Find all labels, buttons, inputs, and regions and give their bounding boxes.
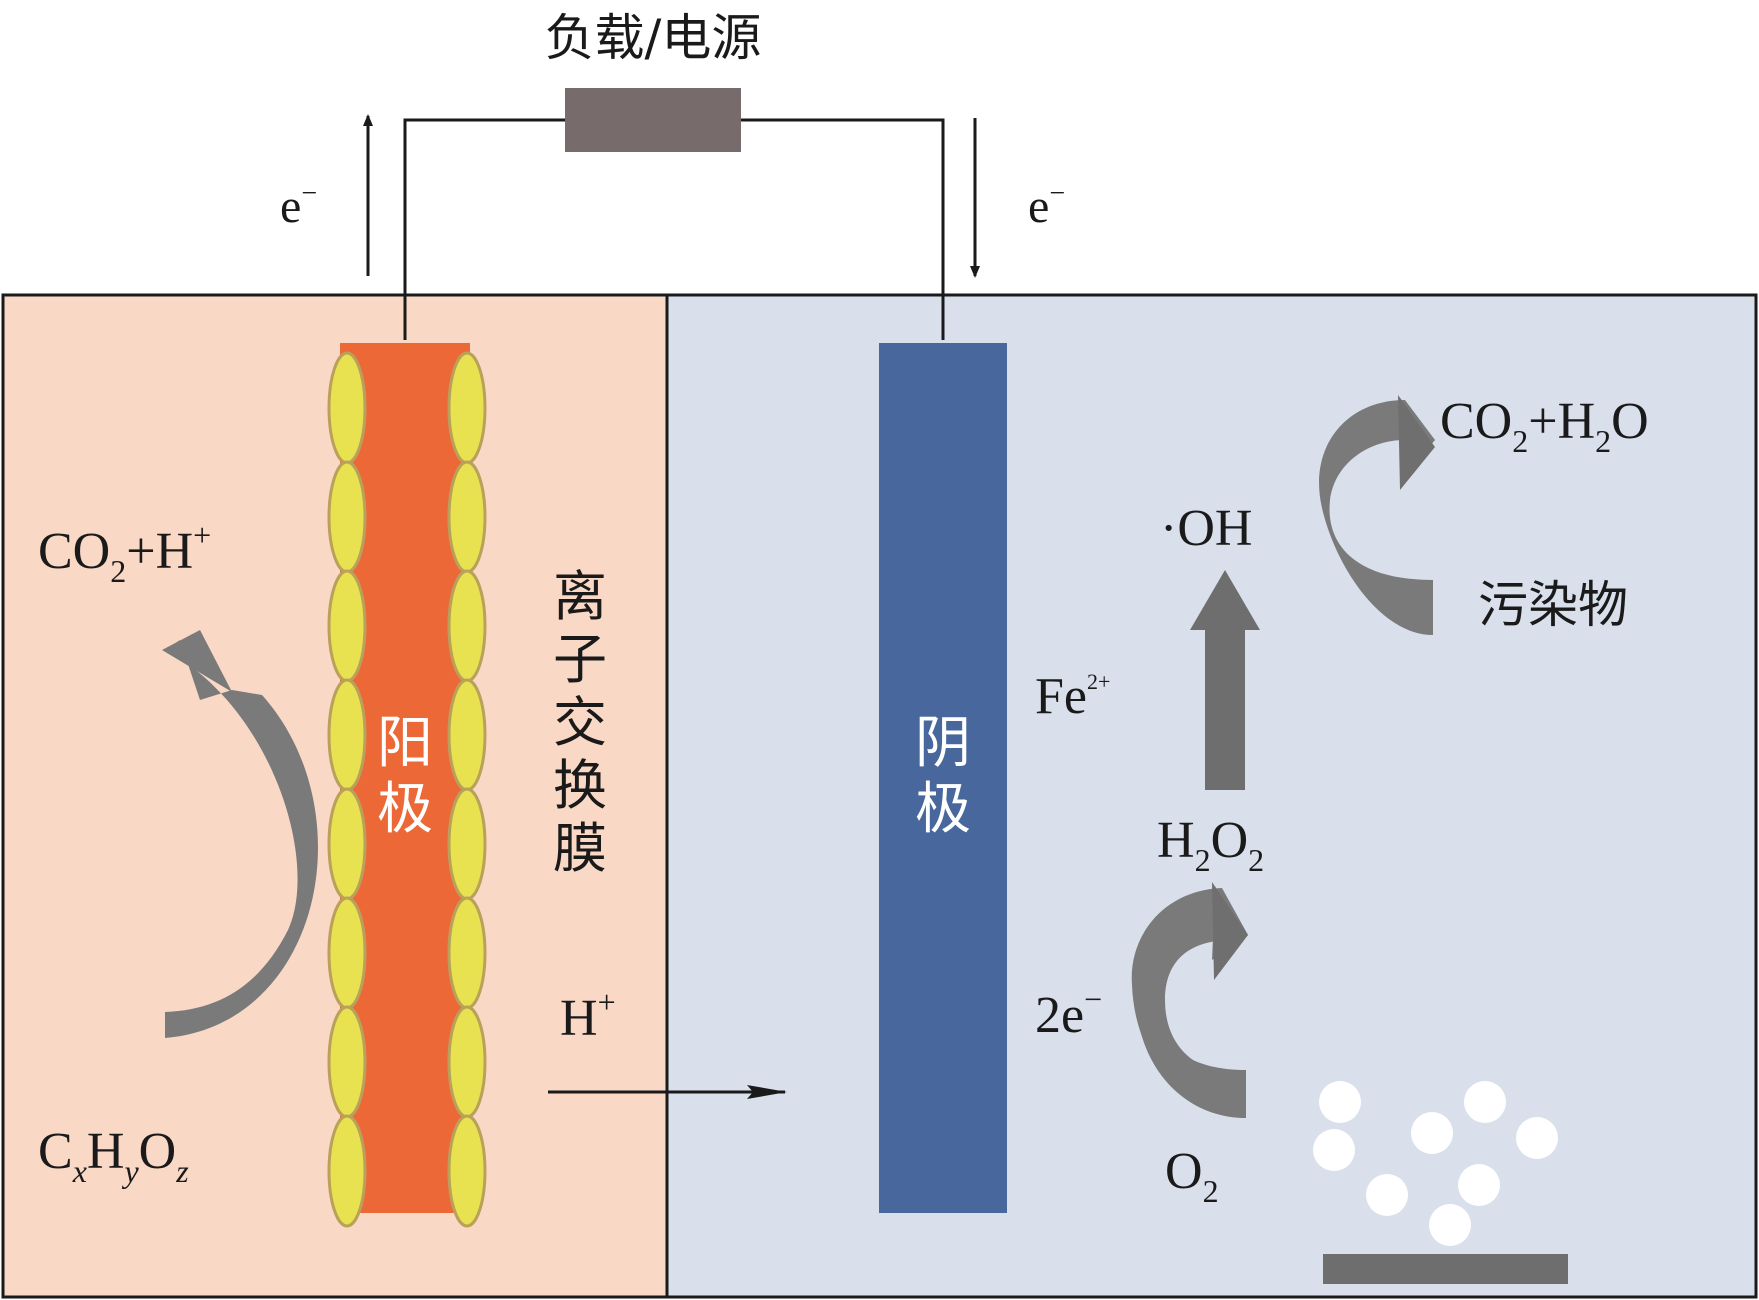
anode-product-label: CO2+H+: [38, 517, 211, 589]
oxygen-reduction-head: [1212, 882, 1248, 980]
bacterium: [327, 678, 367, 792]
h2o2-to-oh-arrow-shaft: [1205, 625, 1245, 790]
anode-oxidation-arrow: [165, 640, 318, 1038]
bacterium: [327, 896, 367, 1010]
bacterium: [447, 787, 487, 901]
bacterium: [447, 1005, 487, 1119]
bacterium: [447, 460, 487, 574]
hydroxyl-radical-label: ·OH: [1160, 500, 1252, 557]
bacterium: [327, 1114, 367, 1228]
anode-label-1: 阳: [377, 711, 433, 776]
biofilm-bacteria: [327, 351, 487, 1228]
air-bubbles: [1313, 1081, 1558, 1246]
bacterium: [447, 1114, 487, 1228]
oxygen-label: O2: [1165, 1143, 1219, 1209]
bubble: [1516, 1117, 1558, 1159]
pollutant-degradation-head-big: [1398, 395, 1435, 490]
bacterium: [327, 787, 367, 901]
substrate-label: CxHyOz: [38, 1123, 189, 1189]
membrane-label-1: 离: [553, 565, 607, 628]
h2o2-to-oh-arrowhead: [1190, 570, 1260, 630]
bubble: [1366, 1174, 1408, 1216]
anode-label-2: 极: [377, 777, 433, 842]
bacterium: [327, 351, 367, 465]
bacterium: [447, 351, 487, 465]
pollutant-label: 污染物: [1478, 576, 1628, 634]
bubble: [1464, 1081, 1506, 1123]
bubble: [1319, 1081, 1361, 1123]
bacterium: [327, 460, 367, 574]
cathode-electrode: [879, 343, 1007, 1213]
bacterium: [327, 569, 367, 683]
two-electron-label: 2e−: [1035, 981, 1102, 1044]
bacterium: [327, 1005, 367, 1119]
final-product-label: CO2+H2O: [1440, 393, 1649, 459]
cathode-chamber: [665, 293, 1758, 1299]
proton-label: H+: [560, 984, 616, 1047]
membrane-label-4: 换: [553, 754, 607, 817]
aeration-diffuser: [1323, 1254, 1568, 1284]
bubble: [1458, 1164, 1500, 1206]
membrane-label-3: 交: [553, 691, 607, 754]
h2o2-label: H2O2: [1157, 812, 1264, 878]
bubble: [1429, 1204, 1471, 1246]
anode-oxidation-arrowhead: [162, 630, 232, 692]
fe2-label: Fe2+: [1035, 668, 1110, 725]
bubble: [1313, 1129, 1355, 1171]
bacterium: [447, 678, 487, 792]
cathode-label-1: 阴: [915, 711, 971, 776]
bacterium: [447, 569, 487, 683]
electron-label-left: e−: [280, 178, 317, 233]
electron-label-right: e−: [1028, 178, 1065, 233]
membrane-label-2: 子: [553, 628, 607, 691]
bubble: [1411, 1112, 1453, 1154]
bacterium: [447, 896, 487, 1010]
load-resistor: [565, 88, 741, 152]
membrane-label-5: 膜: [553, 817, 607, 880]
load-power-label: 负载/电源: [545, 9, 762, 67]
cathode-label-2: 极: [915, 777, 971, 842]
oxygen-reduction-arrow-body: [1135, 900, 1246, 1118]
